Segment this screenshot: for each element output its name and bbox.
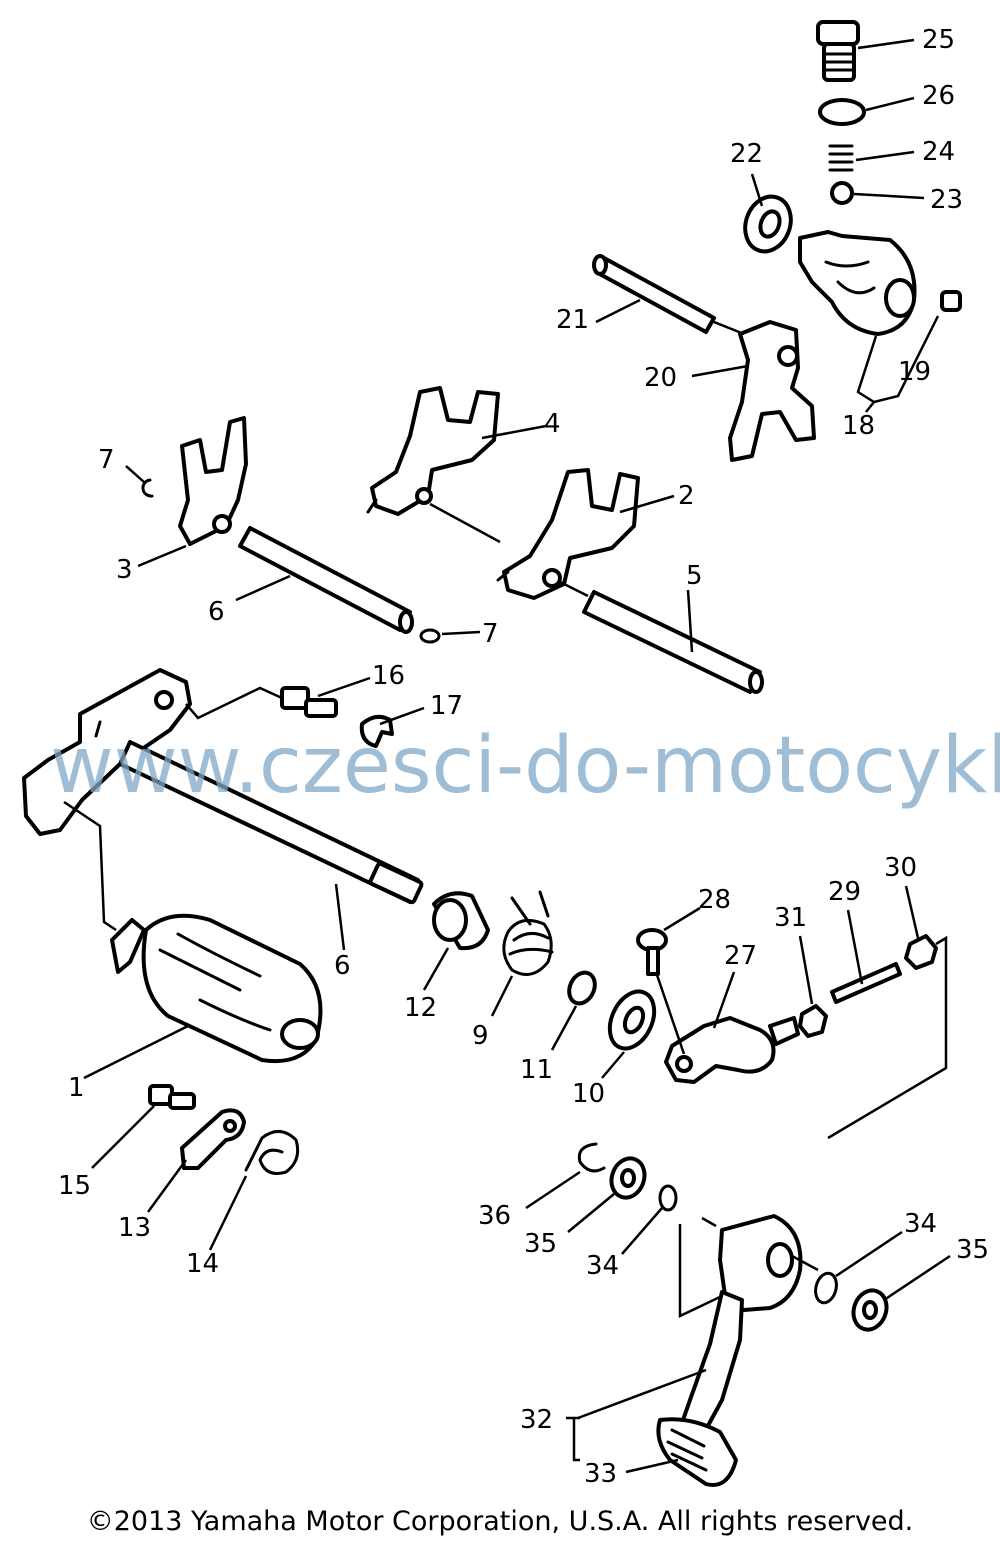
callout-10: 10 [572, 1079, 605, 1109]
callout-32: 32 [520, 1405, 553, 1435]
leader-lines [63, 38, 951, 1474]
circlip-part [577, 1142, 606, 1173]
callout-19: 19 [898, 357, 931, 387]
copyright-notice: ©2013 Yamaha Motor Corporation, U.S.A. A… [86, 1506, 914, 1537]
ball-part [830, 181, 854, 205]
circlip-part [419, 628, 441, 644]
callout-26: 26 [922, 81, 955, 111]
tie-rod-part [830, 962, 902, 1004]
shift-arm-part [664, 1016, 800, 1084]
callout-33: 33 [584, 1459, 617, 1489]
callout-23: 23 [930, 185, 963, 215]
callout-30: 30 [884, 853, 917, 883]
callout-34: 34 [586, 1251, 619, 1281]
callout-13: 13 [118, 1213, 151, 1243]
collar-part [432, 891, 490, 951]
callout-2: 2 [678, 481, 695, 511]
stopper-lever-part [180, 1108, 246, 1170]
spring-part [244, 1130, 300, 1175]
o-ring-part [658, 1184, 678, 1212]
callout-20: 20 [644, 363, 677, 393]
shift-fork-part [496, 468, 640, 600]
shift-fork-part [178, 416, 248, 546]
nut-part [798, 1004, 828, 1038]
watermark-text: www.czesci-do-motocykli.pl [50, 721, 1000, 811]
callout-labels: 25 26 24 23 22 21 20 19 18 4 2 7 3 6 7 5… [58, 25, 989, 1489]
callout-25: 25 [922, 25, 955, 55]
callout-5: 5 [686, 561, 703, 591]
callout-35: 35 [524, 1229, 557, 1259]
callout-18: 18 [842, 411, 875, 441]
callout-24: 24 [922, 137, 955, 167]
callout-7: 7 [98, 445, 115, 475]
plug-bolt-part [816, 20, 860, 82]
callout-15: 15 [58, 1171, 91, 1201]
callout-6: 6 [208, 597, 225, 627]
oil-seal-part [607, 989, 657, 1051]
callout-12: 12 [404, 993, 437, 1023]
shift-drum-part [110, 913, 323, 1064]
spring-part [828, 144, 854, 172]
callout-21: 21 [556, 305, 589, 335]
callout-34: 34 [904, 1209, 937, 1239]
o-ring-part [814, 1271, 838, 1305]
washer-part [609, 1156, 647, 1200]
shift-cam-segment-part [798, 230, 962, 336]
torsion-spring-part [502, 890, 554, 976]
callout-3: 3 [116, 555, 133, 585]
circlip-part [141, 478, 154, 498]
callout-4: 4 [544, 409, 561, 439]
callout-6: 6 [334, 951, 351, 981]
callout-29: 29 [828, 877, 861, 907]
shift-fork-part [728, 320, 816, 462]
callout-35: 35 [956, 1235, 989, 1265]
callout-22: 22 [730, 139, 763, 169]
lock-washer-part [359, 714, 394, 748]
shift-shaft-assembly-part [22, 668, 424, 905]
washer-part [567, 970, 597, 1006]
nut-part [904, 934, 938, 970]
callout-36: 36 [478, 1201, 511, 1231]
callout-11: 11 [520, 1055, 553, 1085]
bolt-part [148, 1084, 196, 1110]
shift-fork-shaft-part [592, 254, 716, 334]
shift-fork-shaft-part [238, 526, 414, 634]
callout-16: 16 [372, 661, 405, 691]
stopper-bolt-part [280, 686, 338, 718]
bearing-part [743, 194, 793, 254]
callout-17: 17 [430, 691, 463, 721]
callout-14: 14 [186, 1249, 219, 1279]
shift-pedal-part [656, 1214, 803, 1487]
bolt-part [636, 928, 668, 976]
callout-1: 1 [68, 1073, 85, 1103]
callout-7: 7 [482, 619, 499, 649]
callout-28: 28 [698, 885, 731, 915]
shift-fork-shaft-part [582, 590, 764, 694]
shift-fork-part [366, 386, 500, 516]
washer-part [818, 98, 866, 126]
callout-31: 31 [774, 903, 807, 933]
callout-27: 27 [724, 941, 757, 971]
callout-9: 9 [472, 1021, 489, 1051]
washer-part [851, 1288, 889, 1332]
